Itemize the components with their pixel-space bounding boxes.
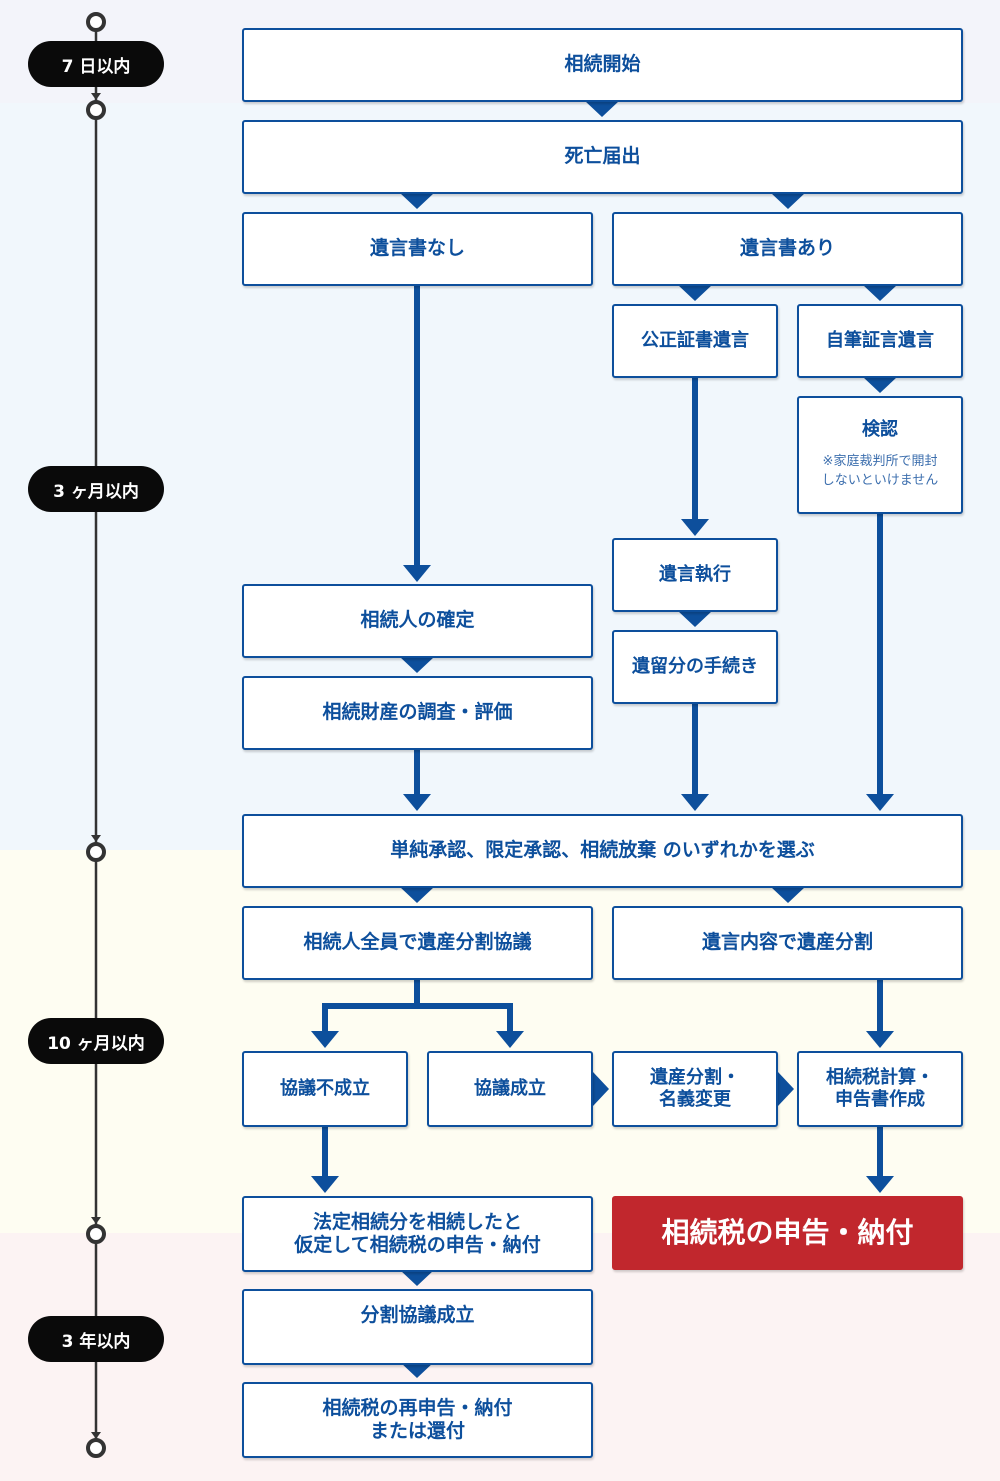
box-label-line-1: 相続税の再申告・納付: [322, 1396, 513, 1419]
box-label: 自筆証言遺言: [826, 330, 934, 352]
box-label: 公正証書遺言: [641, 330, 749, 352]
box-label-line-2: または還付: [369, 1420, 465, 1442]
timeline-arrowheads: [91, 93, 101, 1439]
probate-note-line-2: しないといけません: [821, 472, 939, 488]
period-3-years: 3 年以内: [28, 1316, 164, 1362]
box-label: 協議不成立: [280, 1078, 370, 1100]
box-label: 遺言書なし: [369, 237, 465, 260]
box-probate: 検認 ※家庭裁判所で開封 しないといけません: [797, 396, 963, 514]
box-inheritance-start: 相続開始: [242, 28, 963, 102]
flow-arrowheads: [311, 101, 897, 1378]
box-holographic-will: 自筆証言遺言: [797, 304, 963, 378]
box-estate-survey: 相続財産の調査・評価: [242, 676, 593, 750]
box-choose-acceptance: 単純承認、限定承認、相続放棄 のいずれかを選ぶ: [242, 814, 963, 888]
box-label: 遺言執行: [659, 564, 731, 586]
box-negotiation-failed: 協議不成立: [242, 1051, 408, 1127]
box-heir-confirmation: 相続人の確定: [242, 584, 593, 658]
box-label-line-1: 法定相続分を相続したと: [312, 1210, 522, 1233]
box-has-will: 遺言書あり: [612, 212, 963, 286]
period-7-days: 7 日以内: [28, 41, 164, 87]
box-label: 相続開始: [564, 53, 641, 76]
box-label: 遺言書あり: [739, 237, 835, 260]
box-label: 遺言内容で遺産分割: [701, 931, 873, 954]
box-inheritance-tax-filing: 相続税の申告・納付: [612, 1196, 963, 1270]
box-label: 分割協議成立: [360, 1304, 475, 1327]
probate-note: ※家庭裁判所で開封 しないといけません: [822, 453, 939, 491]
box-will-execution: 遺言執行: [612, 538, 778, 612]
flow-lines: [322, 284, 883, 1179]
period-10-months: 10 ヶ月以内: [28, 1018, 164, 1064]
box-death-notice: 死亡届出: [242, 120, 963, 194]
box-label-line-2: 名義変更: [659, 1089, 731, 1110]
box-label-line-1: 相続税計算・: [826, 1067, 934, 1089]
timeline-nodes: [86, 12, 106, 1458]
box-label: 検認: [862, 419, 898, 441]
box-tax-calculation: 相続税計算・ 申告書作成: [797, 1051, 963, 1127]
box-label: 相続税の申告・納付: [661, 1215, 914, 1249]
period-3-months: 3 ヶ月以内: [28, 466, 164, 512]
box-label-line-2: 仮定して相続税の申告・納付: [294, 1234, 541, 1256]
box-division-agreed: 分割協議成立: [242, 1289, 593, 1365]
box-will-based-division: 遺言内容で遺産分割: [612, 906, 963, 980]
box-label: 協議成立: [474, 1078, 546, 1100]
box-provisional-tax-filing: 法定相続分を相続したと 仮定して相続税の申告・納付: [242, 1196, 593, 1272]
box-no-will: 遺言書なし: [242, 212, 593, 286]
box-estate-transfer: 遺産分割・ 名義変更: [612, 1051, 778, 1127]
box-label: 単純承認、限定承認、相続放棄 のいずれかを選ぶ: [390, 839, 815, 862]
box-tax-refiling: 相続税の再申告・納付 または還付: [242, 1382, 593, 1458]
box-all-heirs-division: 相続人全員で遺産分割協議: [242, 906, 593, 980]
box-negotiation-succeeded: 協議成立: [427, 1051, 593, 1127]
box-label-line-1: 遺産分割・: [650, 1067, 740, 1089]
probate-note-line-1: ※家庭裁判所で開封: [822, 454, 938, 470]
box-reserved-share: 遺留分の手続き: [612, 630, 778, 704]
box-label: 死亡届出: [564, 145, 641, 168]
box-notarized-will: 公正証書遺言: [612, 304, 778, 378]
box-label: 相続人全員で遺産分割協議: [303, 931, 532, 954]
box-label-line-2: 申告書作成: [835, 1089, 925, 1110]
box-label: 遺留分の手続き: [632, 656, 758, 678]
box-label: 相続人の確定: [360, 609, 475, 632]
box-label: 相続財産の調査・評価: [322, 701, 513, 724]
